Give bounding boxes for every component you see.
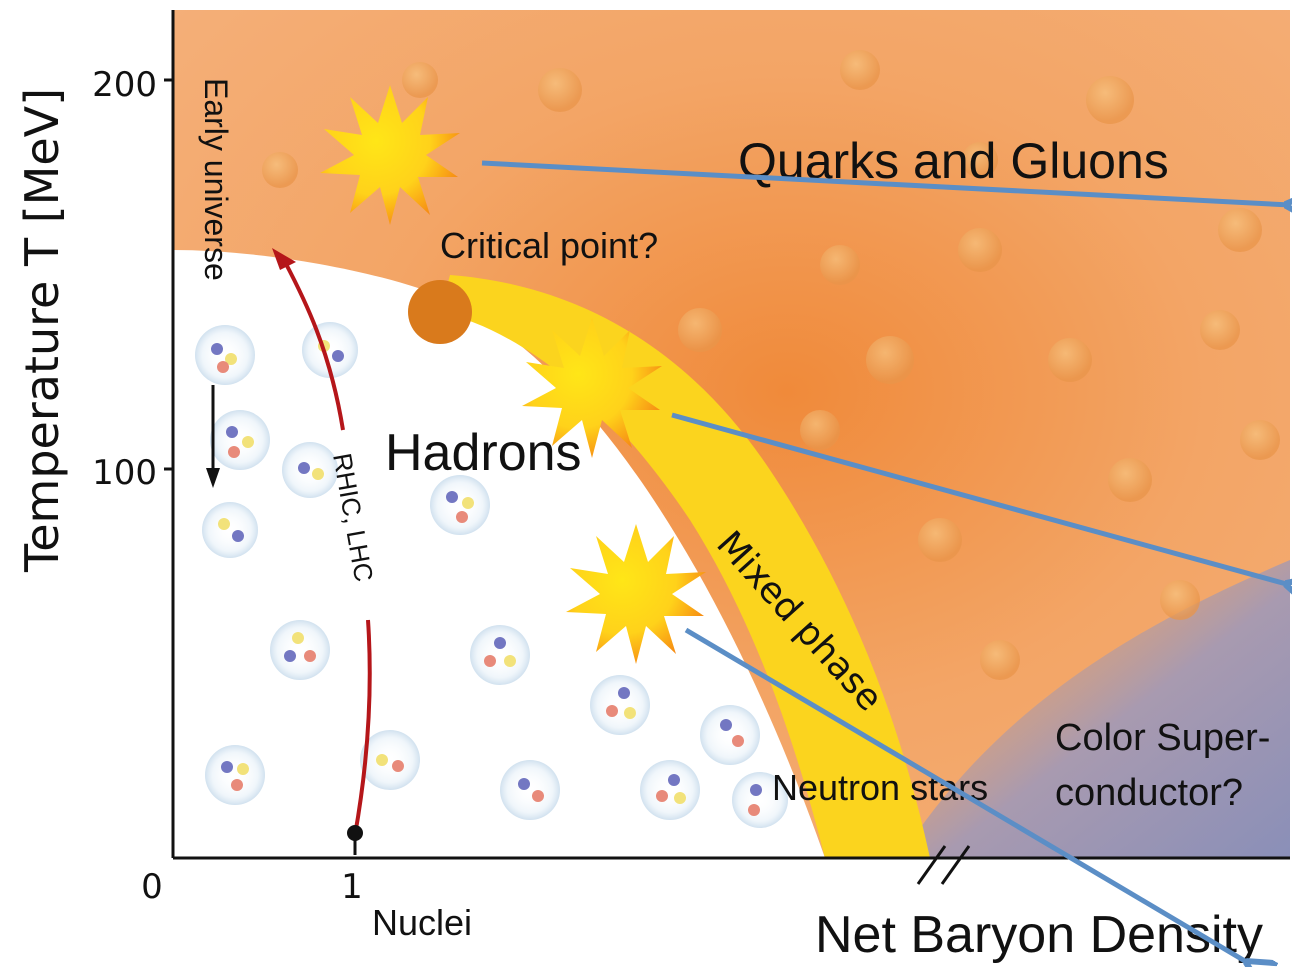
x-tick-1: 1 — [341, 867, 363, 907]
x-axis-label: Net Baryon Density — [815, 906, 1263, 964]
critical-point-label: Critical point? — [440, 225, 658, 266]
phase-regions — [173, 10, 1290, 858]
quark-gluon-orbs — [262, 50, 1280, 680]
y-tick-100: 100 — [92, 453, 157, 493]
starburst-icon — [320, 85, 460, 225]
hadron-particles — [195, 322, 788, 828]
superconductor-label-line2: conductor? — [1055, 772, 1243, 814]
rhic-lhc-arrow — [272, 248, 372, 855]
early-universe-label: Early universe — [198, 78, 234, 281]
y-tick-200: 200 — [92, 65, 157, 105]
starburst-icon — [522, 318, 662, 458]
starburst-icon — [566, 524, 706, 664]
hadrons-label: Hadrons — [385, 424, 582, 482]
pointer-arrow — [684, 627, 1250, 964]
pointer-arrow — [481, 160, 1290, 205]
y-tick-0: 0 — [141, 867, 163, 907]
pointer-arrow — [671, 412, 1290, 585]
critical-point-marker — [408, 280, 472, 344]
early-universe-arrow — [206, 385, 220, 488]
superconductor-label-line1: Color Super- — [1055, 717, 1270, 759]
y-axis-label: Temperature T [MeV] — [15, 88, 69, 573]
x-tick-caption: Nuclei — [372, 902, 472, 943]
superconductor-region — [900, 560, 1290, 858]
axes — [164, 10, 1290, 885]
pointer-arrows — [481, 160, 1290, 964]
mixed-phase-band — [440, 275, 930, 858]
